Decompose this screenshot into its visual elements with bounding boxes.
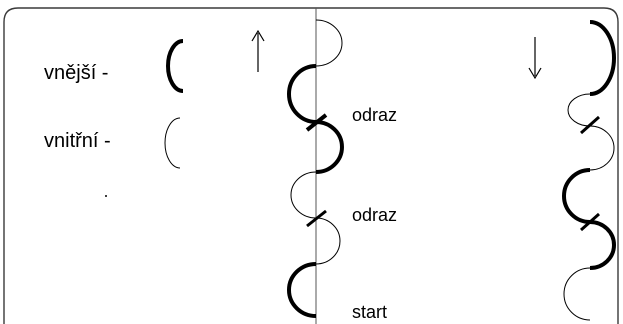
right-wave-arc-5: [589, 220, 616, 270]
right-wave-arc-3: [589, 125, 615, 171]
start-label: start: [352, 302, 388, 322]
left-wave-arc-2: [287, 64, 317, 124]
reflection-tick-2: [306, 209, 327, 228]
right-wave-arc-6: [563, 267, 591, 321]
legend-outer-arc: [166, 39, 184, 93]
right-wave-arc-1: [589, 20, 616, 96]
left-wave-arc-5: [315, 217, 341, 265]
left-wave-arc-1: [315, 19, 343, 67]
reflection-label-2: odraz: [352, 205, 398, 225]
reflection-tick-1: [305, 113, 328, 132]
right-wave-arc-2: [567, 93, 591, 127]
left-wave-arc-3: [315, 120, 344, 174]
legend-outer-label: vnější -: [44, 62, 109, 84]
reflection-label-1: odraz: [352, 105, 398, 125]
up-arrow-icon: [251, 29, 265, 72]
right-reflection-tick-1: [580, 115, 600, 135]
left-wave-arc-6: [287, 262, 317, 318]
down-arrow-icon: [528, 37, 542, 80]
left-wave-arc-4: [290, 171, 317, 219]
legend-inner-label: vnitřní -: [44, 130, 111, 152]
stray-dot: [105, 195, 107, 197]
right-wave-arc-4: [562, 168, 591, 224]
legend-inner-arc: [164, 117, 181, 169]
right-reflection-tick-2: [580, 212, 600, 232]
frame-border: [3, 7, 619, 324]
